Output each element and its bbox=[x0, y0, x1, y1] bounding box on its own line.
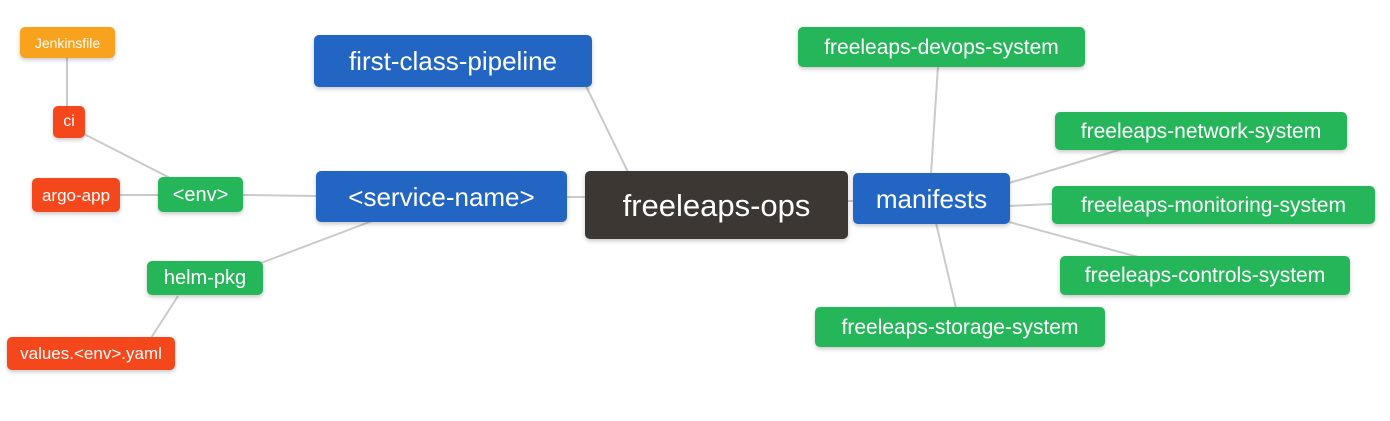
node-freeleaps-ops[interactable]: freeleaps-ops bbox=[585, 171, 848, 239]
edge-manifests-freeleaps-controls-system bbox=[1008, 221, 1143, 259]
edge-freeleaps-devops-system-manifests bbox=[930, 65, 939, 175]
edge-manifests-freeleaps-monitoring-system bbox=[1008, 203, 1054, 207]
node-freeleaps-monitoring-system[interactable]: freeleaps-monitoring-system bbox=[1052, 186, 1375, 224]
node-freeleaps-controls-system[interactable]: freeleaps-controls-system bbox=[1060, 256, 1350, 295]
node-service-name[interactable]: <service-name> bbox=[316, 171, 567, 222]
node-values-env-yaml[interactable]: values.<env>.yaml bbox=[7, 337, 175, 370]
edge-helm-pkg-service-name bbox=[260, 220, 373, 264]
node-helm-pkg[interactable]: helm-pkg bbox=[147, 261, 263, 295]
node-freeleaps-devops-system[interactable]: freeleaps-devops-system bbox=[798, 27, 1085, 67]
edge-env-service-name bbox=[241, 194, 318, 197]
node-freeleaps-network-system[interactable]: freeleaps-network-system bbox=[1055, 112, 1347, 150]
edge-first-class-pipeline-freeleaps-ops bbox=[585, 85, 629, 173]
node-env[interactable]: <env> bbox=[158, 177, 243, 212]
edge-manifests-freeleaps-network-system bbox=[1008, 148, 1123, 184]
edge-ci-env bbox=[83, 133, 171, 179]
node-freeleaps-storage-system[interactable]: freeleaps-storage-system bbox=[815, 307, 1105, 347]
node-jenkinsfile[interactable]: Jenkinsfile bbox=[20, 27, 115, 58]
node-first-class-pipeline[interactable]: first-class-pipeline bbox=[314, 35, 592, 87]
edge-manifests-freeleaps-storage-system bbox=[935, 222, 957, 309]
node-manifests[interactable]: manifests bbox=[853, 173, 1010, 224]
node-ci[interactable]: ci bbox=[53, 106, 85, 138]
node-argo-app[interactable]: argo-app bbox=[32, 178, 120, 212]
edge-values-env-yaml-helm-pkg bbox=[150, 295, 179, 339]
